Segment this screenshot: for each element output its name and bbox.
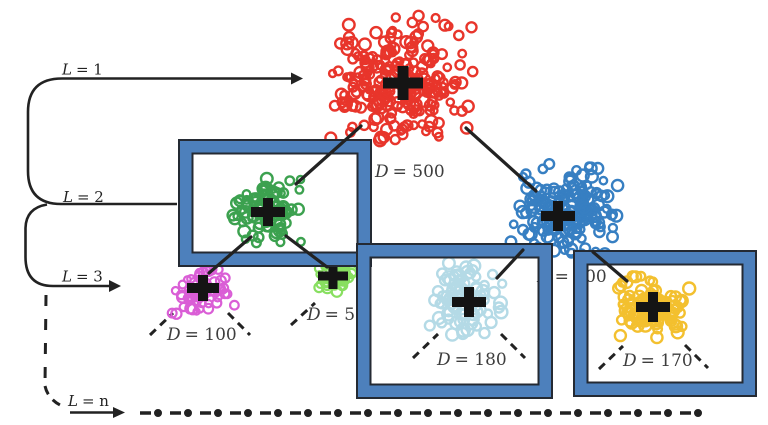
cluster-cyan xyxy=(423,256,509,342)
cluster-yellow xyxy=(612,270,697,345)
label-d-50: D= 50 xyxy=(306,305,366,325)
frame-yellow-ring xyxy=(573,250,757,397)
dashed-hint-arrows xyxy=(148,301,710,371)
edge-blue-yellow xyxy=(591,250,629,283)
label-level-1: L= 1 xyxy=(61,61,103,79)
arrowhead-level-3 xyxy=(109,280,121,292)
hint-dash-d170-left xyxy=(597,344,625,371)
centroid-plus-icon xyxy=(541,201,575,231)
centroid-plus-icon xyxy=(187,275,219,301)
lines xyxy=(24,72,706,418)
cluster-green xyxy=(226,171,306,249)
hint-dash-d180-left xyxy=(411,332,440,360)
label-level-n: L= n xyxy=(67,392,109,410)
label-d-170: D= 170 xyxy=(622,351,693,371)
centroid-plus-icon xyxy=(452,287,486,317)
centroid-plus-icon xyxy=(251,198,285,226)
clusters xyxy=(166,9,697,345)
label-d-180: D= 180 xyxy=(436,350,507,370)
arrowhead-level-1 xyxy=(291,72,303,85)
hint-dash-d100-left xyxy=(148,311,175,337)
hint-dash-d100-right xyxy=(226,311,252,337)
cluster-magenta xyxy=(166,262,240,320)
centroid-plus-icon xyxy=(383,66,423,100)
edge-red-blue xyxy=(464,126,538,193)
label-level-2: L= 2 xyxy=(62,188,104,206)
edge-blue-cyan xyxy=(495,248,525,280)
label-level-3: L= 3 xyxy=(61,268,103,286)
label-d-500: D= 500 xyxy=(374,162,445,182)
cluster-blue xyxy=(504,157,625,260)
bracket-level-3 xyxy=(24,203,109,288)
edge-green-lightgreen xyxy=(284,234,329,269)
hint-dash-d50-left xyxy=(289,301,317,327)
frame-green-ring xyxy=(178,139,372,267)
cluster-light-green xyxy=(313,261,359,298)
hint-dash-d180-right xyxy=(499,332,527,360)
edge-red-green xyxy=(294,124,363,186)
cluster-red xyxy=(324,9,479,148)
centroid-plus-icon xyxy=(318,263,348,289)
tree-edges xyxy=(207,124,629,283)
centroid-plus-icon xyxy=(636,292,670,322)
frame-rings xyxy=(178,139,757,399)
arrowhead-level-n xyxy=(113,407,125,418)
frame-cyan-ring xyxy=(356,243,553,399)
dashed-level-continuation xyxy=(43,294,48,386)
labels: L= 1 L= 2 L= 3 L= n D= 500 D= 300 D= 100… xyxy=(61,61,710,410)
dashed-level-n-hook xyxy=(43,385,65,409)
label-d-100: D= 100 xyxy=(166,325,237,345)
bracket-level-1-2 xyxy=(26,77,291,206)
edge-green-magenta xyxy=(207,235,253,275)
hint-dash-d170-right xyxy=(683,343,710,370)
frame-yellow-backing xyxy=(576,253,754,394)
